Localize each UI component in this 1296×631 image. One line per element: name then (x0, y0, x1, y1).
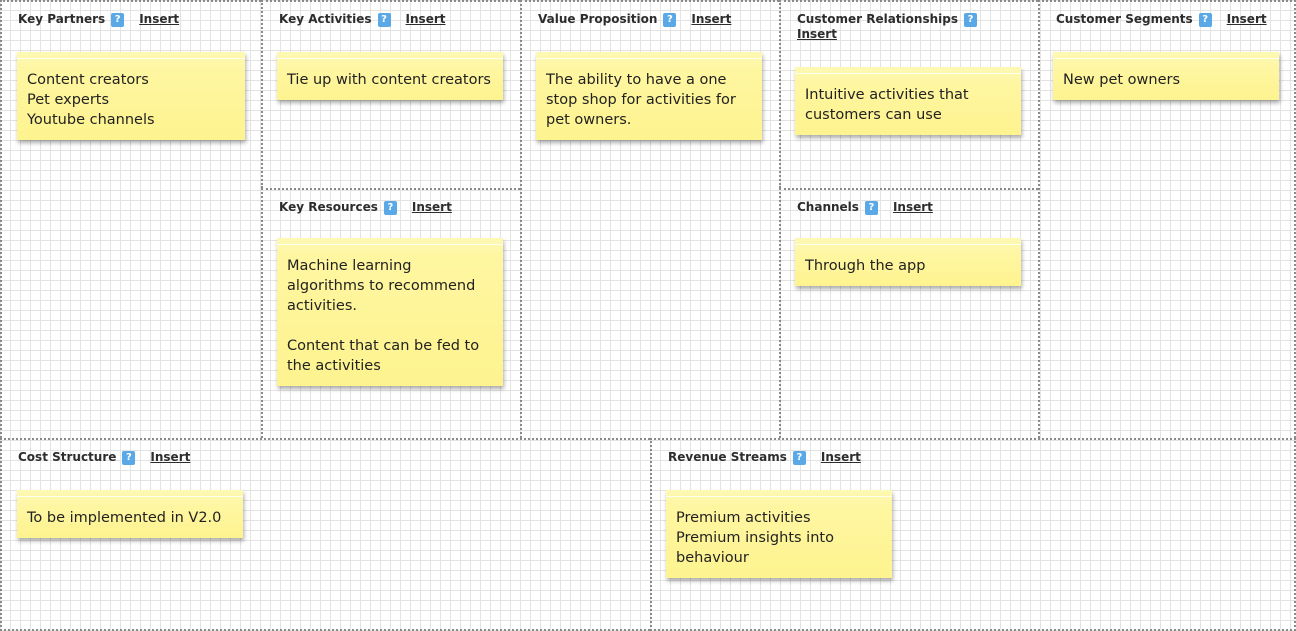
help-icon[interactable]: ? (663, 12, 677, 27)
insert-link[interactable]: Insert (150, 450, 191, 464)
block-cost-structure: Cost Structure? Insert To be implemented … (0, 438, 650, 631)
help-icon[interactable]: ? (792, 450, 806, 465)
block-title: Key Resources (279, 200, 378, 214)
sticky-note[interactable]: New pet owners (1053, 52, 1279, 100)
block-header: Key Resources? Insert (279, 200, 452, 215)
help-icon[interactable]: ? (1198, 12, 1212, 27)
block-header: Key Partners? Insert (18, 12, 179, 27)
block-channels: Channels? Insert Through the app (779, 188, 1038, 438)
block-header: Cost Structure? Insert (18, 450, 190, 465)
insert-link[interactable]: Insert (411, 200, 452, 214)
help-icon[interactable]: ? (383, 200, 397, 215)
sticky-note[interactable]: Premium activities Premium insights into… (666, 490, 892, 578)
sticky-note[interactable]: Intuitive activities that customers can … (795, 67, 1021, 135)
help-icon[interactable]: ? (122, 450, 136, 465)
block-title: Cost Structure (18, 450, 117, 464)
block-header: Customer Segments? Insert (1056, 12, 1267, 27)
block-title: Key Activities (279, 12, 372, 26)
block-title: Channels (797, 200, 859, 214)
block-title: Key Partners (18, 12, 106, 26)
help-icon[interactable]: ? (963, 12, 977, 27)
sticky-note[interactable]: Tie up with content creators (277, 52, 503, 100)
block-header: Revenue Streams? Insert (668, 450, 861, 465)
block-value-proposition: Value Proposition? Insert The ability to … (520, 0, 779, 438)
help-icon[interactable]: ? (864, 200, 878, 215)
help-icon[interactable]: ? (111, 12, 125, 27)
insert-link[interactable]: Insert (405, 12, 446, 26)
insert-link[interactable]: Insert (820, 450, 861, 464)
insert-link[interactable]: Insert (1226, 12, 1267, 26)
block-title: Customer Relationships (797, 12, 958, 26)
help-icon[interactable]: ? (377, 12, 391, 27)
block-title: Value Proposition (538, 12, 658, 26)
insert-link[interactable]: Insert (797, 27, 837, 41)
block-revenue-streams: Revenue Streams? Insert Premium activitie… (650, 438, 1296, 631)
block-key-resources: Key Resources? Insert Machine learning al… (261, 188, 520, 438)
block-customer-segments: Customer Segments? Insert New pet owners (1038, 0, 1296, 438)
block-header: Channels? Insert (797, 200, 933, 215)
block-customer-relationships: Customer Relationships? Insert Intuitive … (779, 0, 1038, 188)
sticky-note[interactable]: Content creators Pet experts Youtube cha… (17, 52, 245, 140)
sticky-note[interactable]: Through the app (795, 238, 1021, 286)
block-header: Value Proposition? Insert (538, 12, 731, 27)
block-header: Key Activities? Insert (279, 12, 446, 27)
sticky-note[interactable]: The ability to have a one stop shop for … (536, 52, 762, 140)
block-title: Customer Segments (1056, 12, 1193, 26)
sticky-note[interactable]: Machine learning algorithms to recommend… (277, 238, 503, 386)
insert-link[interactable]: Insert (139, 12, 180, 26)
block-key-activities: Key Activities? Insert Tie up with conten… (261, 0, 520, 188)
block-key-partners: Key Partners? Insert Content creators Pet… (0, 0, 261, 438)
sticky-note[interactable]: To be implemented in V2.0 (17, 490, 243, 538)
block-header: Customer Relationships? Insert (797, 12, 977, 42)
block-title: Revenue Streams (668, 450, 787, 464)
insert-link[interactable]: Insert (691, 12, 732, 26)
insert-link[interactable]: Insert (892, 200, 933, 214)
